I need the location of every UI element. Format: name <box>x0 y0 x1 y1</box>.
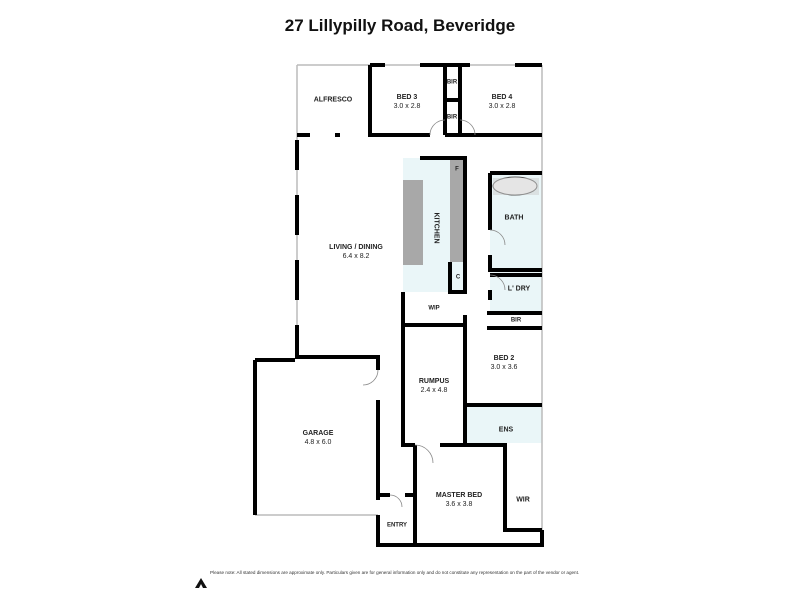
room-wir: WIR <box>516 496 530 504</box>
room-ensuite: ENS <box>498 426 514 434</box>
room-dimensions: 3.6 x 3.8 <box>445 501 473 508</box>
room-dimensions: 3.0 x 2.8 <box>393 103 421 110</box>
door-swings <box>362 119 506 508</box>
room-dimensions: 4.8 x 6.0 <box>304 439 332 446</box>
room-dimensions: 3.0 x 3.6 <box>490 364 518 371</box>
room-living-dining: LIVING / DINING 6.4 x 8.2 <box>329 243 383 261</box>
room-name: LIVING / DINING <box>329 244 383 251</box>
room-bir-mid: BIR <box>446 114 458 121</box>
room-name: MASTER BED <box>435 492 483 499</box>
room-kitchen: KITCHEN <box>432 212 440 244</box>
room-master-bed: MASTER BED 3.6 x 3.8 <box>436 491 482 509</box>
room-name: RUMPUS <box>418 378 450 385</box>
room-laundry: L' DRY <box>507 285 531 293</box>
room-bir-bed2: BIR <box>510 317 522 324</box>
cupboard-label: C <box>455 274 461 281</box>
room-dimensions: 3.0 x 2.8 <box>488 103 516 110</box>
room-bir-top: BIR <box>446 79 458 86</box>
ensuite-floor <box>465 405 542 443</box>
kitchen-bench <box>450 158 465 262</box>
room-name: ALFRESCO <box>313 96 353 104</box>
room-garage: GARAGE 4.8 x 6.0 <box>303 429 334 447</box>
room-dimensions: 2.4 x 4.8 <box>420 387 448 394</box>
room-entry: ENTRY <box>386 522 408 529</box>
room-name: BED 2 <box>493 355 515 362</box>
wet-area-floor <box>490 173 542 313</box>
room-bed-2: BED 2 3.0 x 3.6 <box>491 354 518 372</box>
room-bed-4: BED 4 3.0 x 2.8 <box>489 93 516 111</box>
disclaimer-note: Please note: All stated dimensions are a… <box>210 570 580 575</box>
kitchen-island <box>403 180 423 265</box>
room-bed-3: BED 3 3.0 x 2.8 <box>394 93 421 111</box>
room-alfresco: ALFRESCO <box>314 96 353 105</box>
room-name: BED 4 <box>491 94 513 101</box>
fills <box>403 158 542 443</box>
room-name: GARAGE <box>302 430 334 437</box>
room-dimensions: 6.4 x 8.2 <box>342 253 370 260</box>
page-title: 27 Lillypilly Road, Beveridge <box>284 16 516 35</box>
room-wip: WIP <box>428 305 440 312</box>
brand-logo-icon <box>195 578 207 588</box>
room-name: BED 3 <box>396 94 418 101</box>
room-rumpus: RUMPUS 2.4 x 4.8 <box>419 377 449 395</box>
fridge-label: F <box>455 166 459 173</box>
walls <box>253 63 544 547</box>
room-bath: BATH <box>504 214 524 222</box>
